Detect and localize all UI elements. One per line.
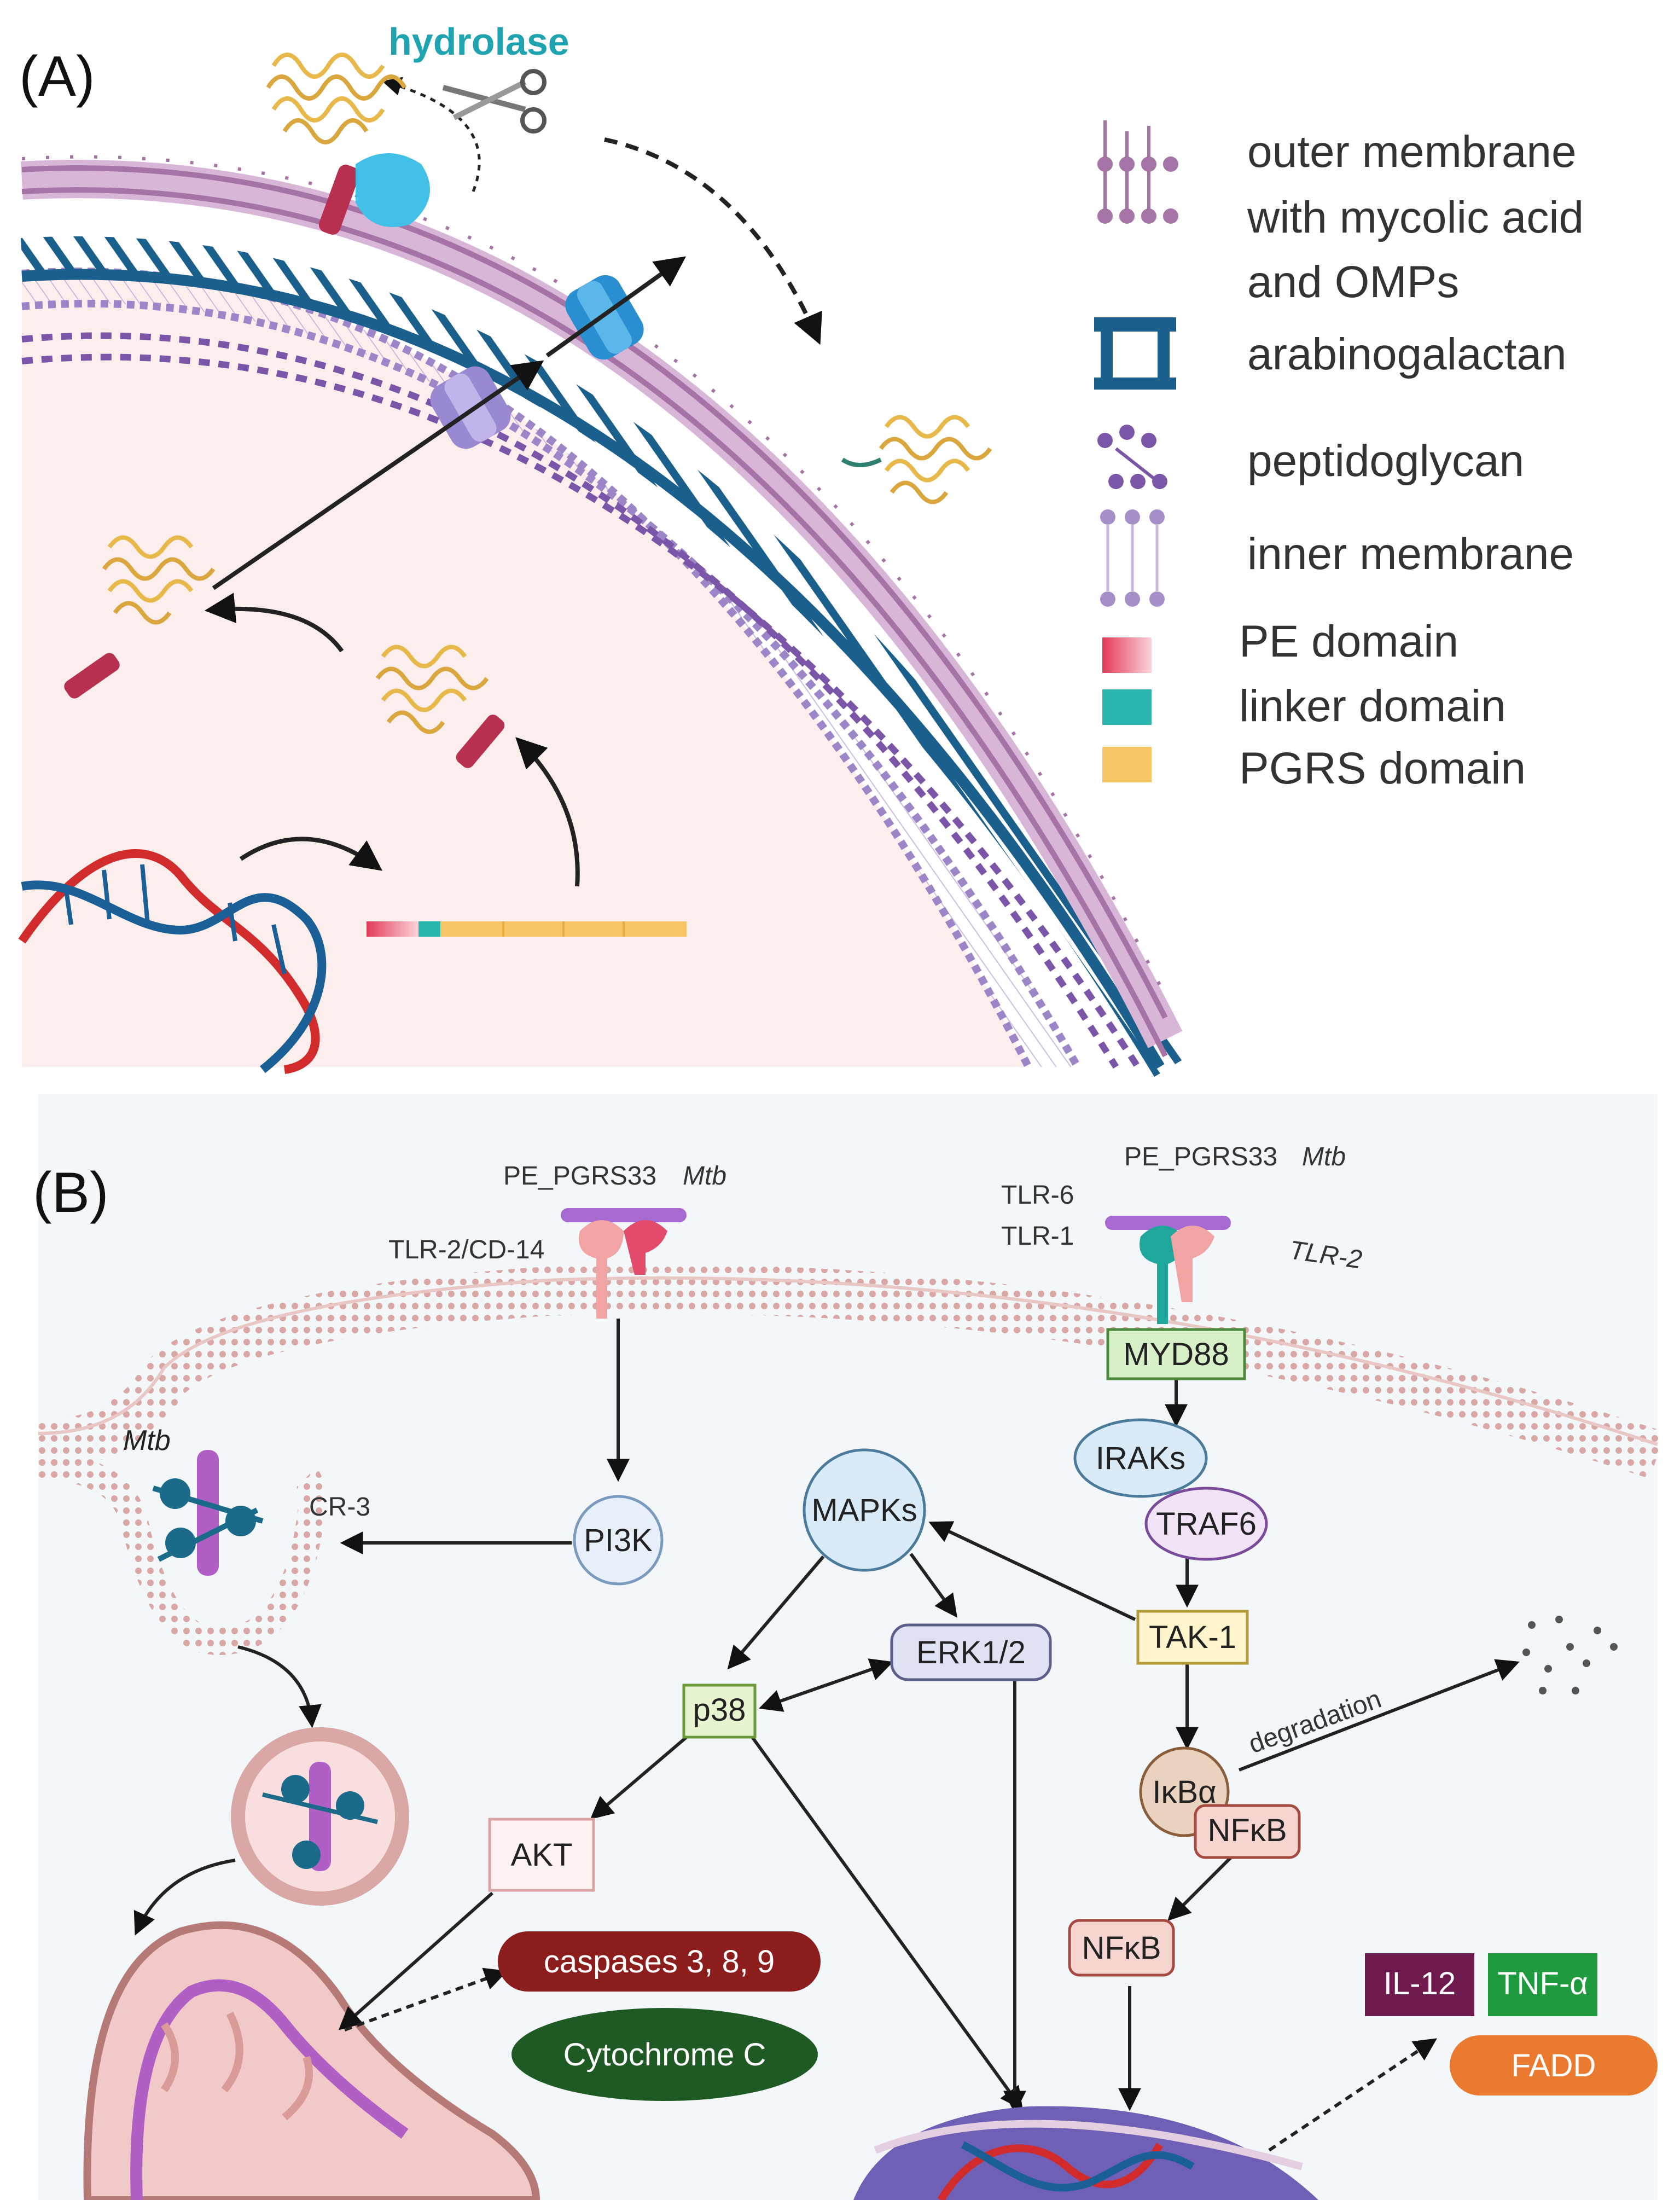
legend-outer-membrane: outer membrane	[1247, 127, 1577, 177]
mtb-bacillus-engulfing	[152, 1450, 264, 1576]
iraks-node: IRAKs	[1073, 1418, 1208, 1498]
pgrs-domain-swatch	[1102, 747, 1152, 782]
pe-domain-swatch	[1102, 637, 1152, 673]
pe-pgrs-protein-cytoplasmic-1	[64, 535, 216, 699]
linker-domain-swatch	[1102, 689, 1152, 725]
svg-text:Cytochrome C: Cytochrome C	[563, 2037, 766, 2073]
svg-text:IL-12: IL-12	[1383, 1966, 1456, 2001]
panel-a-letter: (A)	[19, 45, 95, 108]
tlr6-label: TLR-6	[1001, 1181, 1074, 1210]
cr3-label: CR-3	[309, 1493, 370, 1522]
legend-inner-membrane: inner membrane	[1247, 529, 1574, 579]
il12-node: IL-12	[1365, 1953, 1474, 2016]
fadd-node: FADD	[1450, 2035, 1658, 2095]
inner-membrane-icon	[1100, 509, 1165, 607]
erk12-node: ERK1/2	[890, 1623, 1052, 1681]
tlr2-cd14-label: TLR-2/CD-14	[388, 1235, 544, 1264]
peptidoglycan-icon	[1097, 425, 1167, 489]
svg-text:IRAKs: IRAKs	[1096, 1441, 1185, 1476]
omp-porin	[565, 275, 644, 360]
arabinogalactan-band	[20, 236, 1187, 1077]
svg-text:TNF-α: TNF-α	[1497, 1966, 1588, 2001]
outer-membrane-band	[21, 160, 1183, 1048]
pe-pgrs-protein-secreted	[266, 53, 430, 235]
caspases-node: caspases 3, 8, 9	[498, 1931, 821, 1992]
svg-text:MYD88: MYD88	[1123, 1337, 1229, 1372]
svg-text:IκBα: IκBα	[1152, 1774, 1216, 1810]
pe-pgrs33-right-name: PE_PGRS33	[1124, 1142, 1277, 1171]
legend-omps: and OMPs	[1247, 257, 1459, 307]
pi3k-node: PI3K	[573, 1495, 664, 1586]
peptidoglycan-band	[21, 332, 1119, 1069]
svg-text:NFκB: NFκB	[1082, 1930, 1161, 1966]
pe-pgrs33-left-species: Mtb	[683, 1162, 726, 1191]
scissors-icon	[442, 69, 547, 133]
nucleus	[853, 2106, 1318, 2200]
arabinogalactan-icon	[1094, 317, 1176, 390]
svg-text:MAPKs: MAPKs	[811, 1493, 917, 1528]
legend-pgrs-domain: PGRS domain	[1239, 744, 1526, 793]
panel-b-letter: (B)	[33, 1161, 109, 1224]
myd88-node: MYD88	[1106, 1328, 1246, 1380]
pe-pgrs-gene-bar	[367, 921, 687, 937]
tlr1-label: TLR-1	[1001, 1222, 1074, 1251]
phagosome	[231, 1727, 409, 1906]
cytochrome-c-node: Cytochrome C	[511, 2008, 818, 2101]
legend-mycolic-acid: with mycolic acid	[1247, 193, 1584, 242]
svg-text:TAK-1: TAK-1	[1149, 1619, 1236, 1655]
tnfa-node: TNF-α	[1488, 1953, 1597, 2016]
pe-pgrs33-right-species: Mtb	[1302, 1142, 1346, 1171]
svg-text:PI3K: PI3K	[584, 1523, 653, 1558]
pe-pgrs-protein-extracellular	[841, 415, 992, 504]
pe-pgrs33-left-complex	[561, 1208, 687, 1319]
legend-linker-domain: linker domain	[1239, 681, 1506, 731]
svg-text:AKT: AKT	[511, 1837, 573, 1873]
tak1-node: TAK-1	[1136, 1610, 1249, 1665]
legend-arabinogalactan: arabinogalactan	[1247, 329, 1567, 379]
svg-text:ERK1/2: ERK1/2	[916, 1635, 1026, 1670]
panel-a: hydrolase	[18, 0, 1584, 1077]
akt-node: AKT	[488, 1818, 595, 1892]
pe-pgrs33-right-complex	[1105, 1216, 1231, 1324]
svg-text:p38: p38	[693, 1692, 746, 1728]
cytoplasm	[22, 271, 1028, 1067]
hydrolase-label: hydrolase	[388, 20, 569, 63]
mtb-label: Mtb	[123, 1425, 171, 1456]
pe-pgrs33-left-name: PE_PGRS33	[503, 1162, 656, 1191]
nfkb-bound-node: NFκB	[1194, 1804, 1301, 1859]
mitochondrion	[83, 1921, 540, 2200]
degraded-fragments	[1522, 1616, 1618, 1694]
legend-peptidoglycan: peptidoglycan	[1247, 436, 1524, 486]
mapks-node: MAPKs	[803, 1448, 926, 1572]
svg-text:caspases 3, 8, 9: caspases 3, 8, 9	[544, 1944, 775, 1980]
p38-node: p38	[682, 1684, 757, 1739]
panel-b: Mtb CR-3 PE_PGRS33 Mtb TLR-2/CD-14	[33, 1094, 1666, 2200]
nfkb-node: NFκB	[1068, 1919, 1175, 1977]
inner-membrane-transporter	[430, 366, 511, 449]
svg-text:NFκB: NFκB	[1208, 1813, 1287, 1848]
pe-pgrs-protein-cytoplasmic-2	[375, 645, 505, 768]
plasma-membrane	[38, 1264, 1666, 1479]
outer-membrane-icon	[1097, 120, 1178, 224]
dna-double-helix	[18, 849, 327, 1074]
phagocytic-cup	[38, 1453, 325, 1656]
legend-pe-domain: PE domain	[1239, 617, 1458, 666]
traf6-node: TRAF6	[1144, 1487, 1268, 1561]
hydrolase-enzyme	[356, 153, 430, 227]
svg-text:TRAF6: TRAF6	[1156, 1506, 1257, 1542]
svg-text:FADD: FADD	[1512, 2048, 1596, 2083]
